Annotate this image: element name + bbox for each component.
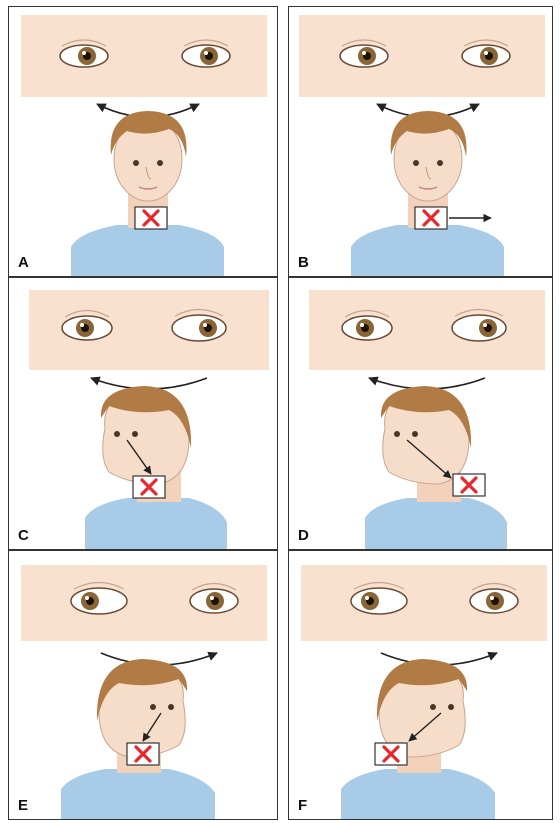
- panel-c-illustration: [9, 278, 278, 550]
- shirt: [61, 769, 215, 820]
- shirt: [351, 225, 504, 277]
- shirt: [341, 769, 495, 820]
- x-marker: [453, 474, 485, 496]
- shirt: [365, 498, 507, 550]
- panel-b-illustration: [289, 7, 553, 277]
- panel-d: D: [288, 277, 553, 550]
- panel-a-illustration: [9, 7, 278, 277]
- x-marker: [127, 743, 159, 765]
- x-marker: [135, 207, 167, 229]
- panel-label: A: [18, 254, 29, 271]
- panel-label: B: [298, 254, 309, 271]
- panel-f: F: [288, 550, 553, 820]
- panel-e: E: [8, 550, 278, 820]
- panel-e-illustration: [9, 551, 278, 820]
- panel-c: C: [8, 277, 278, 550]
- x-marker: [133, 476, 165, 498]
- panel-d-illustration: [289, 278, 553, 550]
- panel-label: E: [18, 797, 28, 814]
- shirt: [85, 498, 227, 550]
- panel-label: D: [298, 527, 309, 544]
- panel-label: F: [298, 797, 307, 814]
- panel-label: C: [18, 527, 29, 544]
- panel-a: A: [8, 6, 278, 277]
- shirt: [71, 225, 224, 277]
- panel-f-illustration: [289, 551, 553, 820]
- panel-b: B: [288, 6, 553, 277]
- x-marker: [375, 743, 407, 765]
- x-marker: [415, 207, 447, 229]
